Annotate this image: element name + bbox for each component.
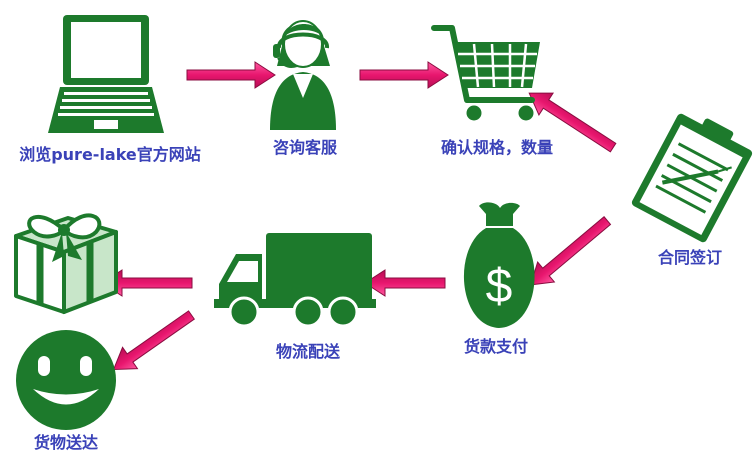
arrow-truck-to-smiley (112, 310, 196, 370)
step-label-contract: 合同签订 (657, 248, 723, 267)
arrow-truck-to-gift (101, 269, 193, 297)
arrow-contract-to-cart (528, 92, 617, 153)
step-label-payment: 货款支付 (463, 337, 529, 356)
svg-text:$: $ (486, 260, 513, 313)
arrow-browse-to-consult (186, 61, 276, 89)
step-label-browse: 浏览pure-lake官方网站 (19, 145, 201, 164)
truck-icon (214, 233, 376, 328)
shopping-cart-icon (431, 25, 540, 121)
step-label-confirm: 确认规格，数量 (440, 138, 554, 157)
laptop-icon (48, 15, 164, 133)
service-agent-icon (270, 20, 336, 130)
gift-box-icon (14, 213, 118, 314)
smiley-face-icon (16, 330, 116, 430)
step-label-delivered: 货物送达 (33, 433, 99, 452)
step-label-consult: 咨询客服 (272, 138, 338, 157)
step-label-logistics: 物流配送 (275, 342, 341, 361)
arrow-consult-to-cart (359, 61, 449, 89)
arrow-contract-to-payment (529, 216, 612, 286)
contract-icon (631, 113, 753, 243)
arrow-payment-to-truck (364, 269, 446, 297)
money-bag-icon: $ (463, 202, 535, 328)
